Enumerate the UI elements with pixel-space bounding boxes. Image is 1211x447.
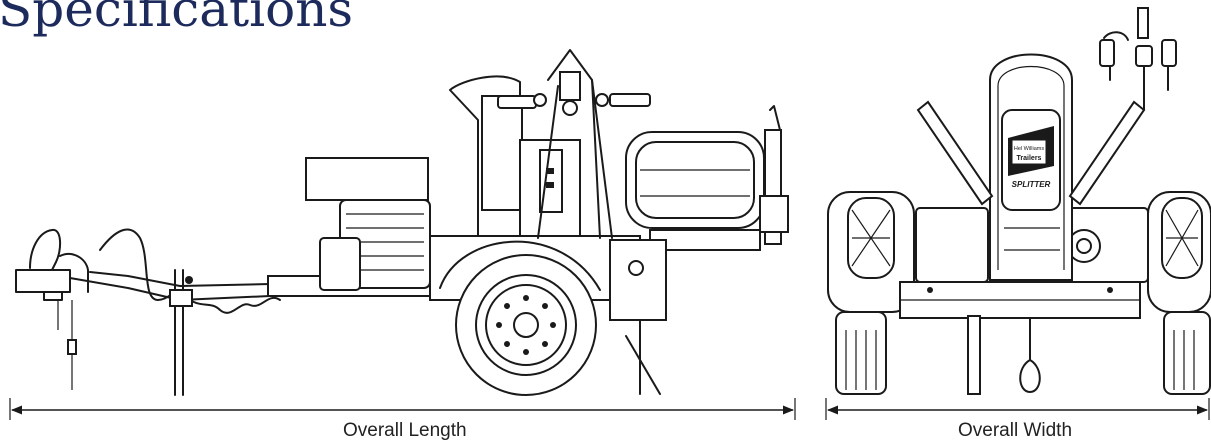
- left-tyre: [835, 311, 887, 395]
- right-tail-light: [1161, 197, 1203, 279]
- control-levers: [497, 93, 651, 109]
- length-dimension: [9, 398, 796, 420]
- overall-width-label: Overall Width: [958, 420, 1073, 441]
- badge-brand-line1: Hel Williams: [1014, 146, 1045, 152]
- jack-leg: [967, 315, 981, 395]
- rear-support: [609, 239, 667, 395]
- width-dimension: [825, 398, 1210, 420]
- log-cradle: [625, 131, 765, 251]
- engine: [319, 199, 431, 291]
- jockey-stand: [169, 269, 193, 396]
- wedge-mast: [759, 105, 789, 245]
- hitch-coupler: [15, 228, 89, 390]
- trailer-front-view: Hel Williams Trailers SPLITTER: [827, 7, 1211, 395]
- trailer-side-view: [15, 49, 789, 396]
- splitter-tower: [537, 49, 613, 239]
- left-lever-arm: [916, 100, 994, 206]
- badge-brand-line2: Trailers: [1017, 155, 1042, 162]
- right-lever-arm: [1068, 100, 1146, 206]
- brand-badge: Hel Williams Trailers SPLITTER: [1008, 126, 1054, 189]
- overall-length-label: Overall Length: [343, 420, 467, 441]
- badge-product: SPLITTER: [1012, 180, 1051, 189]
- page-title: Specifications: [0, 0, 354, 38]
- wheel: [455, 254, 597, 396]
- left-tail-light: [847, 197, 895, 279]
- hydraulic-tank: [305, 157, 429, 201]
- safety-chain: [1019, 317, 1041, 393]
- hydraulic-valves: [1099, 7, 1177, 111]
- wheel-guard: [439, 240, 601, 291]
- right-tyre: [1163, 311, 1211, 395]
